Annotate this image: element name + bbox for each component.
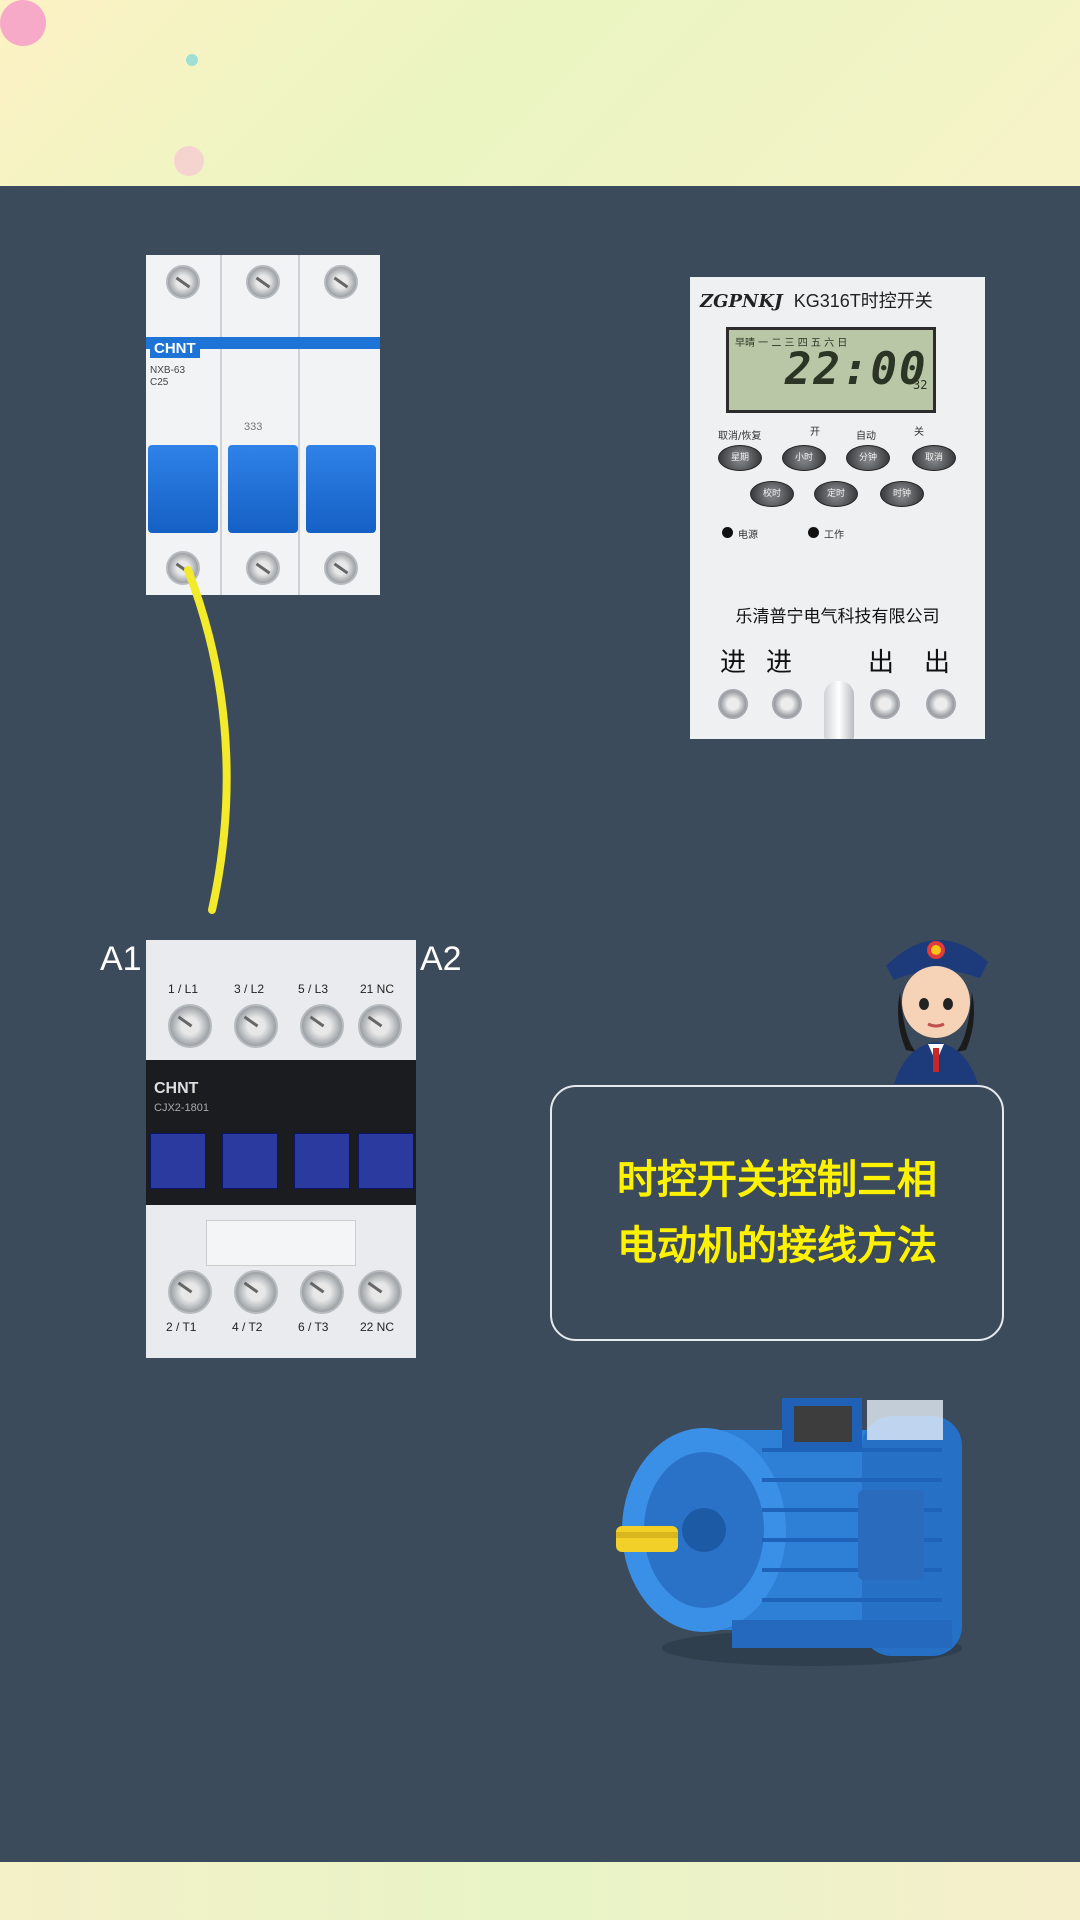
breaker-spec: NXB-63 C25 (150, 365, 185, 389)
lcd-time: 22:00 (785, 344, 928, 395)
terminal-label: 21 NC (360, 982, 395, 996)
coil-label-a2: A2 (420, 940, 462, 978)
sparkle-decoration (186, 54, 198, 66)
contactor-brand: CHNT (154, 1080, 199, 1097)
breaker-handle[interactable] (228, 445, 298, 533)
breaker-brand: CHNT (150, 339, 200, 358)
timer-terminal-screw (718, 689, 748, 719)
output-label: 出 (924, 648, 951, 678)
timing-button[interactable]: 定时 (814, 481, 858, 507)
timer-model: KG316T时控开关 (793, 291, 933, 311)
work-led-label: 工作 (824, 530, 844, 541)
bottom-decorative-frame (0, 1862, 1080, 1920)
sparkle-decoration (174, 146, 204, 176)
contactor-blue-window (358, 1133, 414, 1189)
work-led (808, 527, 819, 538)
lcd-display: 早晴 一 二 三 四 五 六 日 22:00 32 (726, 327, 936, 413)
label-off: 关 (914, 427, 924, 438)
terminal-label: 3 / L2 (234, 982, 265, 996)
contactor-blue-window (150, 1133, 206, 1189)
terminal-screw (324, 551, 358, 585)
timer-center-knob (824, 681, 854, 739)
contactor-screw (358, 1270, 402, 1314)
terminal-screw (246, 265, 280, 299)
terminal-screw (246, 551, 280, 585)
manufacturer-name: 乐清普宁电气科技有限公司 (735, 607, 940, 627)
time-control-switch: ZGPNKJ KG316T时控开关 早晴 一 二 三 四 五 六 日 22:00… (690, 277, 985, 739)
contactor-screw (168, 1004, 212, 1048)
contactor-screw (168, 1270, 212, 1314)
power-led-label: 电源 (738, 530, 758, 541)
input-label: 进 (766, 648, 793, 678)
circuit-breaker: CHNT NXB-63 C25 333 (146, 255, 380, 595)
contactor-screw (358, 1004, 402, 1048)
terminal-label: 6 / T3 (298, 1320, 329, 1334)
clock-button[interactable]: 时钟 (880, 481, 924, 507)
lcd-seconds: 32 (913, 378, 928, 392)
cancel-button[interactable]: 取消 (912, 445, 956, 471)
breaker-handle[interactable] (148, 445, 218, 533)
lcd-weekdays: 早晴 一 二 三 四 五 六 日 (735, 338, 848, 349)
timer-brand: ZGPNKJ (700, 291, 783, 312)
coil-label-a1: A1 (100, 940, 142, 978)
week-button[interactable]: 星期 (718, 445, 762, 471)
title-callout-box: 时控开关控制三相 电动机的接线方法 (550, 1085, 1004, 1341)
terminal-label: 5 / L3 (298, 982, 329, 996)
ac-contactor: 1 / L1 3 / L2 5 / L3 21 NC CHNT CJX2-180… (146, 940, 416, 1358)
breaker-blue-band (146, 337, 380, 349)
label-auto: 自动 (856, 431, 876, 442)
callout-line-1: 时控开关控制三相 (617, 1157, 937, 1203)
terminal-screw (166, 265, 200, 299)
breaker-pole (146, 255, 222, 595)
breaker-pole (224, 255, 300, 595)
contactor-model: CJX2-1801 (154, 1102, 210, 1114)
top-decorative-frame (0, 0, 1080, 186)
callout-line-2: 电动机的接线方法 (617, 1223, 937, 1269)
terminal-label: 2 / T1 (166, 1320, 197, 1334)
breaker-pole-mark: 333 (244, 421, 263, 433)
contactor-screw (234, 1270, 278, 1314)
terminal-label: 4 / T2 (232, 1320, 263, 1334)
timer-title: ZGPNKJ KG316T时控开关 (700, 287, 933, 313)
label-cancel-restore: 取消/恢复 (718, 431, 762, 442)
minute-button[interactable]: 分钟 (846, 445, 890, 471)
breaker-rating: C25 (150, 377, 169, 388)
input-label: 进 (720, 648, 747, 678)
set-time-button[interactable]: 校时 (750, 481, 794, 507)
contactor-screw (300, 1004, 344, 1048)
cartoon-officer-avatar (886, 939, 988, 1084)
terminal-label: 22 NC (360, 1320, 395, 1334)
output-label: 出 (868, 648, 895, 678)
three-phase-motor (616, 1398, 962, 1666)
callout-title: 时控开关控制三相 电动机的接线方法 (587, 1147, 967, 1279)
label-on: 开 (810, 427, 820, 438)
breaker-model: NXB-63 (150, 365, 186, 376)
contactor-screw (234, 1004, 278, 1048)
hour-button[interactable]: 小时 (782, 445, 826, 471)
terminal-screw (324, 265, 358, 299)
contactor-blue-window (222, 1133, 278, 1189)
contactor-label-plate (206, 1220, 356, 1266)
timer-terminal-screw (870, 689, 900, 719)
contactor-blue-window (294, 1133, 350, 1189)
power-led (722, 527, 733, 538)
contactor-screw (300, 1270, 344, 1314)
timer-terminal-screw (926, 689, 956, 719)
pink-dot-decoration (0, 0, 46, 46)
breaker-handle[interactable] (306, 445, 376, 533)
terminal-label: 1 / L1 (168, 982, 199, 996)
timer-terminal-screw (772, 689, 802, 719)
